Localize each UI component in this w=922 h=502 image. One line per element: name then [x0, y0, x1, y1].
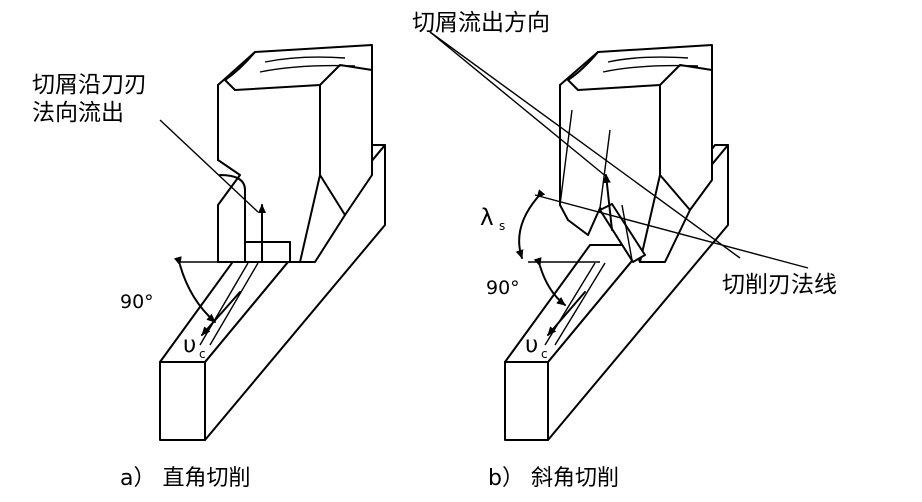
right-workpiece-front-face: [504, 361, 549, 441]
left-chip-label-line2: 法向流出: [32, 100, 124, 126]
right-velocity-subscript: c: [541, 347, 548, 361]
right-lambda-subscript: s: [499, 219, 505, 233]
left-angle-label: 90°: [120, 291, 154, 313]
right-tool-edges: [559, 84, 691, 263]
right-tool-rake-lines: [559, 109, 611, 209]
right-tool: [559, 44, 713, 263]
left-tool-edges: [217, 84, 346, 263]
left-chip-label-line1: 切屑沿刀刃: [32, 72, 147, 98]
right-tool-hatch: [602, 56, 699, 73]
right-velocity-symbol: υ: [525, 332, 538, 358]
orthogonal-cutting-diagram: 切屑沿刀刃 法向流出 90° υ c a） 直角切削: [32, 44, 386, 491]
left-chip-label-leader: [159, 119, 259, 213]
right-tool-top-edge: [567, 51, 713, 91]
left-caption: a） 直角切削: [120, 466, 250, 491]
left-velocity-symbol: υ: [183, 332, 196, 358]
right-normal-label-leader: [429, 31, 741, 259]
right-normal-label: 切削刃法线: [722, 272, 837, 298]
right-lambda-symbol: λ: [480, 205, 494, 231]
right-velocity-arrow: [547, 291, 586, 336]
right-angle-arc: [533, 257, 566, 306]
left-tool-top-edge: [224, 51, 373, 91]
left-tool: [217, 44, 373, 263]
left-velocity-arrow: [201, 291, 241, 336]
left-velocity-subscript: c: [199, 347, 206, 361]
left-workpiece-front-face: [159, 361, 206, 441]
right-lambda-arc: [515, 189, 546, 259]
right-angle-label: 90°: [486, 277, 520, 299]
right-chip-label-leader: [429, 31, 609, 179]
oblique-cutting-diagram: 切屑流出方向 切削刃法线 λ s 90° υ c b） 斜角切削: [412, 10, 837, 491]
right-caption: b） 斜角切削: [488, 466, 619, 491]
right-edge-normal-line: [534, 194, 809, 269]
right-chip-label: 切屑流出方向: [412, 10, 550, 36]
right-chip-flow-arrow: [602, 174, 613, 231]
left-angle-arc: [173, 256, 216, 323]
right-chip-line: [621, 204, 633, 261]
left-chip: [244, 241, 291, 263]
left-tool-hatch: [259, 56, 356, 73]
left-tool-flank: [219, 174, 246, 243]
